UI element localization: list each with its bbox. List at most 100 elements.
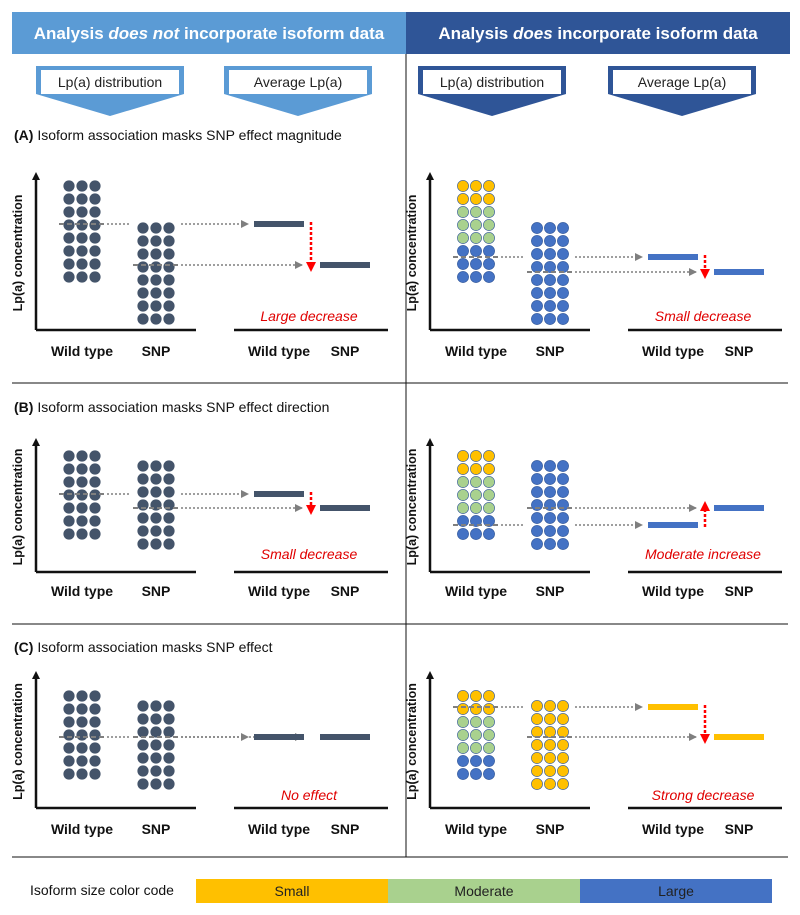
dot <box>483 742 495 754</box>
dot <box>89 180 101 192</box>
dot <box>531 261 543 273</box>
section-a: (A) Isoform association masks SNP effect… <box>11 127 782 359</box>
dot <box>544 300 556 312</box>
dot <box>89 515 101 527</box>
dot <box>483 703 495 715</box>
section-label: (C) <box>14 639 33 655</box>
dot <box>470 180 482 192</box>
effect-label: No effect <box>281 787 338 803</box>
left-header-title: Analysis does not incorporate isoform da… <box>34 24 385 43</box>
dot <box>63 206 75 218</box>
snp-average-bar <box>320 734 370 740</box>
dot <box>163 752 175 764</box>
dot <box>76 489 88 501</box>
dot <box>531 313 543 325</box>
dot <box>150 739 162 751</box>
dot <box>76 232 88 244</box>
x-label-wild-type: Wild type <box>445 821 507 837</box>
legend-large-label: Large <box>658 883 694 899</box>
dot <box>544 248 556 260</box>
dot <box>544 486 556 498</box>
dot <box>63 463 75 475</box>
dot <box>89 528 101 540</box>
dot <box>531 726 543 738</box>
snp-average-bar <box>714 734 764 740</box>
dot <box>163 512 175 524</box>
dot <box>457 245 469 257</box>
dot <box>470 489 482 501</box>
dot <box>544 778 556 790</box>
dot <box>89 502 101 514</box>
x-label-snp: SNP <box>142 583 171 599</box>
average-label-wild-type: Wild type <box>248 821 310 837</box>
section-title: (C) Isoform association masks SNP effect <box>14 639 273 655</box>
wild-type-average-bar <box>254 734 304 740</box>
dot <box>457 489 469 501</box>
dot <box>557 235 569 247</box>
dot <box>163 235 175 247</box>
y-axis-label: Lp(a) concentration <box>11 195 25 312</box>
legend-large-swatch <box>580 879 772 903</box>
dot <box>63 245 75 257</box>
dot <box>557 726 569 738</box>
y-axis-label: Lp(a) concentration <box>11 683 25 800</box>
dot <box>63 180 75 192</box>
dot <box>531 486 543 498</box>
dot <box>89 716 101 728</box>
dot <box>89 755 101 767</box>
dot <box>63 716 75 728</box>
y-axis-label: Lp(a) concentration <box>11 449 25 566</box>
dot <box>163 287 175 299</box>
dot <box>89 703 101 715</box>
dot <box>63 232 75 244</box>
dot <box>89 742 101 754</box>
snp-average-bar <box>714 505 764 511</box>
dot <box>163 739 175 751</box>
dot <box>557 778 569 790</box>
dot <box>76 463 88 475</box>
dot <box>457 193 469 205</box>
dot <box>150 460 162 472</box>
dot <box>531 778 543 790</box>
dot <box>470 258 482 270</box>
subheader-box <box>423 70 561 94</box>
x-label-snp: SNP <box>142 343 171 359</box>
dot <box>483 206 495 218</box>
wild-type-dots <box>457 690 495 780</box>
dot <box>557 538 569 550</box>
dot <box>89 463 101 475</box>
dot <box>137 473 149 485</box>
dot <box>89 690 101 702</box>
dot <box>470 206 482 218</box>
dot <box>89 232 101 244</box>
dot <box>531 222 543 234</box>
dot <box>483 768 495 780</box>
dot <box>470 755 482 767</box>
dot <box>76 193 88 205</box>
dot <box>137 512 149 524</box>
dot <box>150 300 162 312</box>
dot <box>89 450 101 462</box>
dot <box>76 180 88 192</box>
dot <box>557 713 569 725</box>
dot <box>544 700 556 712</box>
dot <box>544 713 556 725</box>
dot <box>557 752 569 764</box>
dot <box>137 460 149 472</box>
dot <box>457 463 469 475</box>
effect-label: Small decrease <box>655 308 752 324</box>
dot <box>137 752 149 764</box>
average-label-snp: SNP <box>725 343 754 359</box>
dot <box>557 739 569 751</box>
dot <box>63 258 75 270</box>
dot <box>63 690 75 702</box>
dot <box>457 476 469 488</box>
dot <box>137 300 149 312</box>
dot <box>457 502 469 514</box>
dot <box>531 713 543 725</box>
dot <box>483 219 495 231</box>
dot <box>457 742 469 754</box>
